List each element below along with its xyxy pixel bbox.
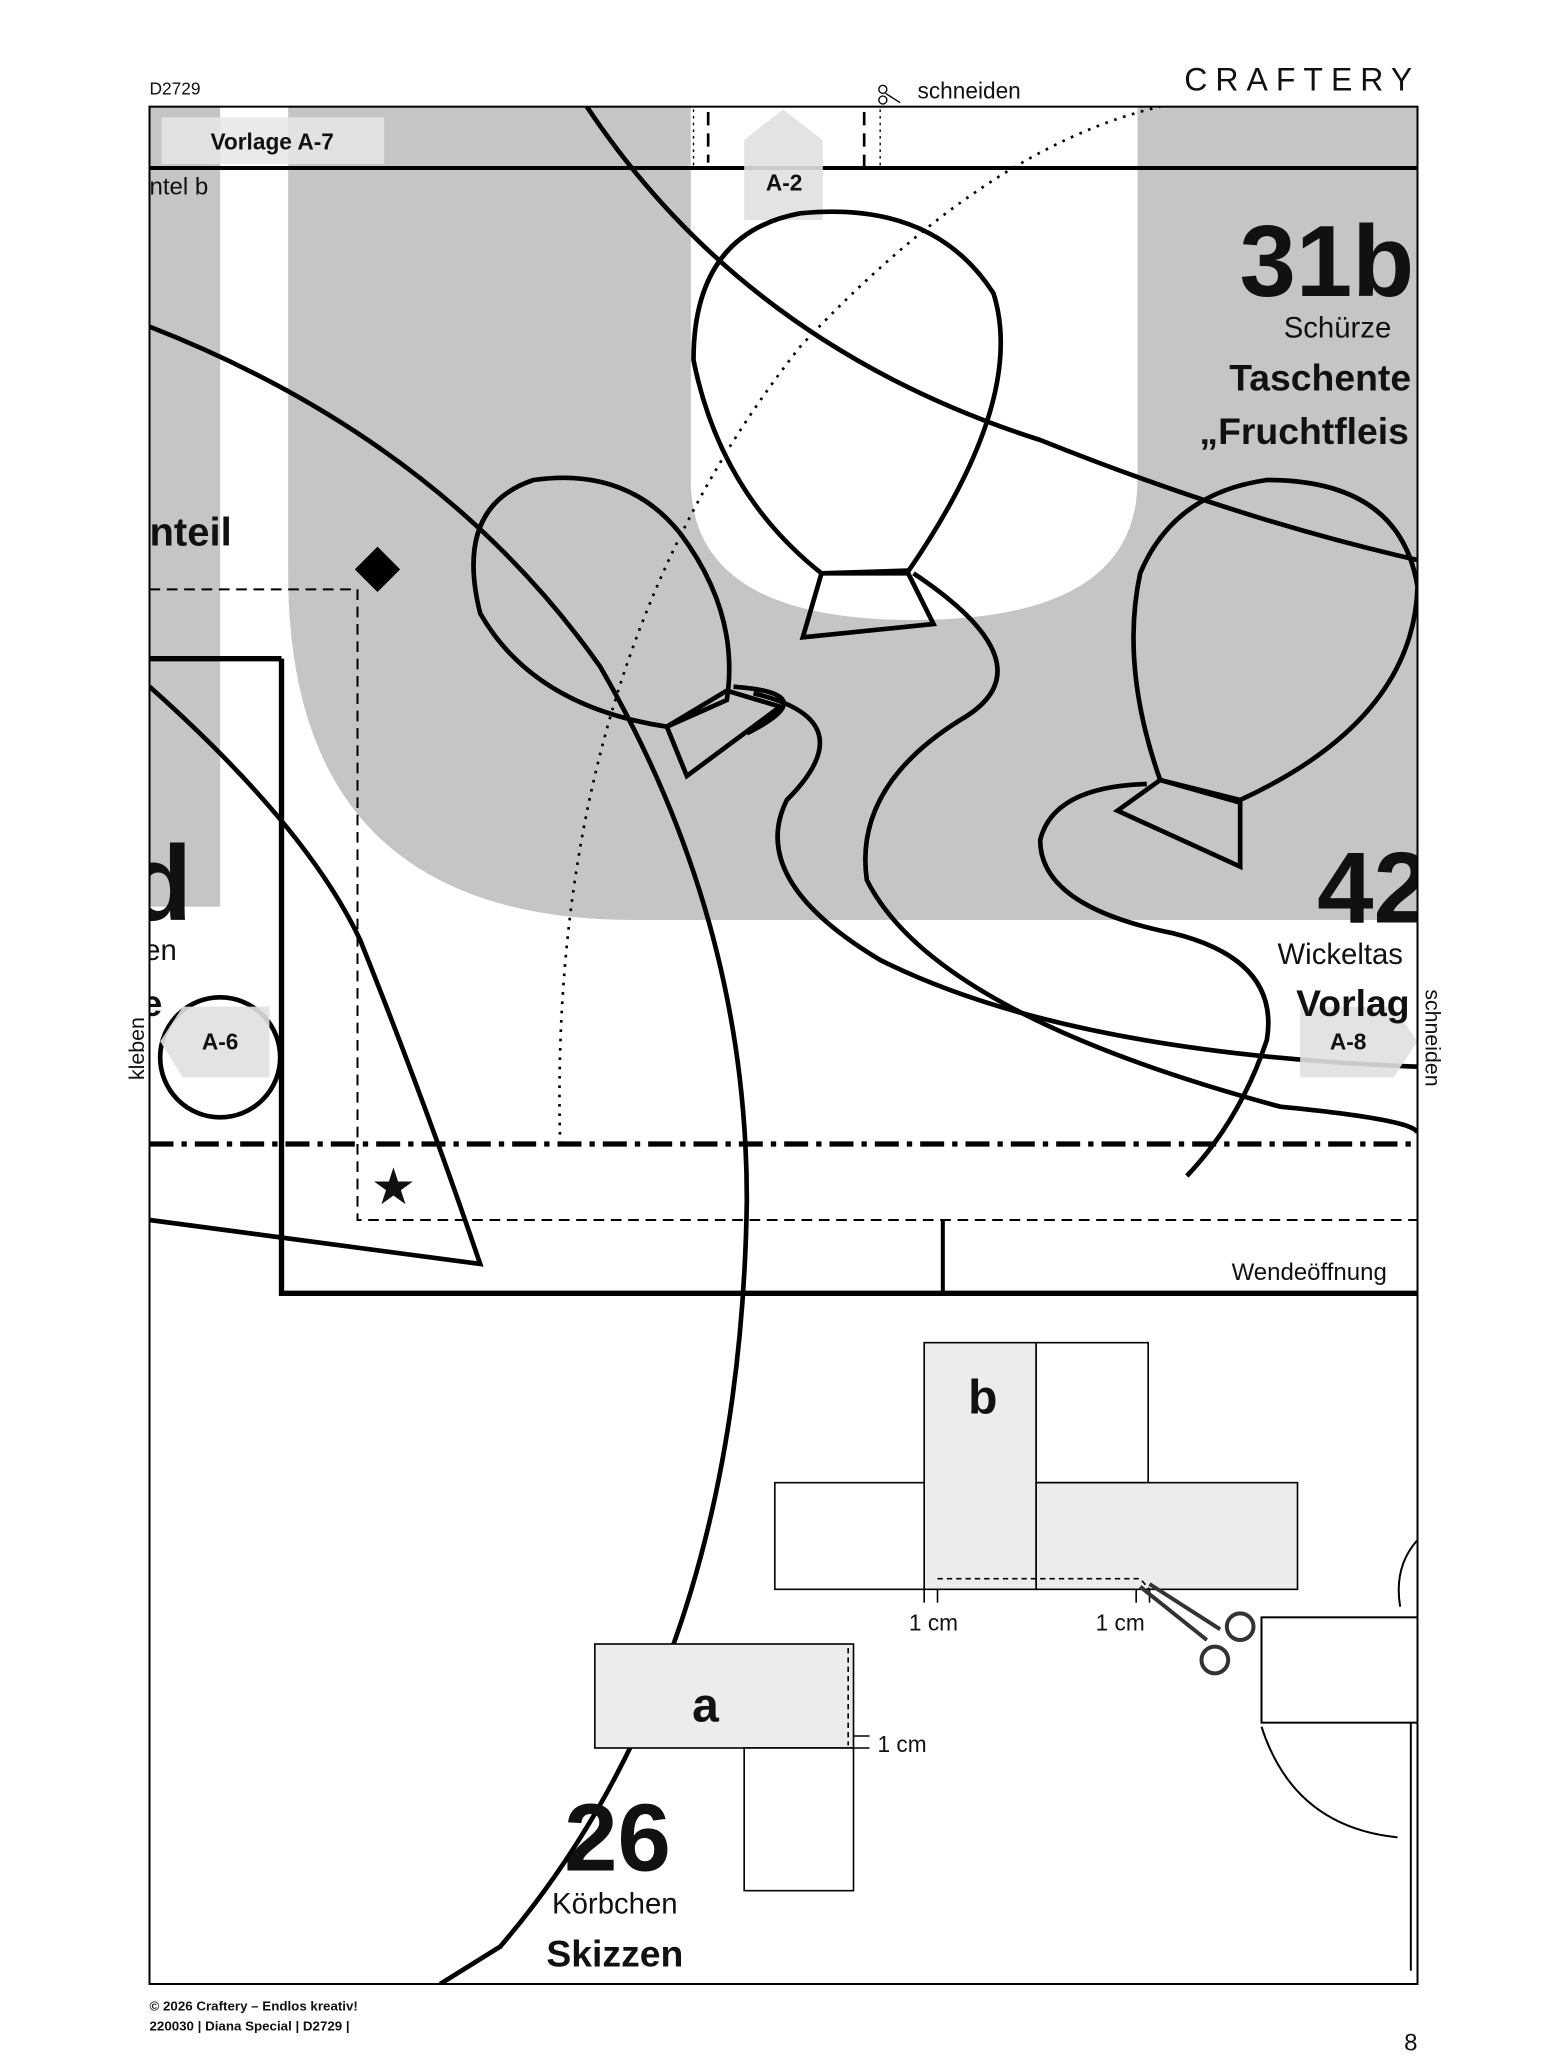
diamond-marker-icon — [354, 546, 401, 592]
footer-copyright: © 2026 Craftery – Endlos kreativ! — [150, 1999, 358, 2014]
piece-number-left: d — [127, 823, 192, 943]
template-tag: Vorlage A-7 — [210, 128, 333, 154]
template-tag-box — [161, 117, 385, 164]
piece-name-left: en — [144, 934, 177, 967]
piece-part-31b: Taschente — [1229, 357, 1411, 399]
piece-number-42: 42 — [1317, 832, 1430, 945]
star-marker-icon: ★ — [371, 1158, 416, 1215]
piece-name-42: Wickeltas — [1278, 938, 1403, 971]
piece-name-31b: Schürze — [1284, 311, 1392, 344]
pattern-lines — [149, 106, 1418, 1984]
gray-letter-d — [149, 106, 221, 907]
seam-allowance — [149, 588, 1418, 1221]
piece-part2-31b: „Fruchtfleis — [1199, 410, 1408, 452]
fragment-label: nteil — [150, 510, 232, 554]
opening-label: Wendeöffnung — [1232, 1259, 1387, 1286]
footer-ref: 220030 | Diana Special | D2729 | — [150, 2019, 350, 2034]
piece-number-31b: 31b — [1240, 205, 1415, 318]
piece-name-26: Körbchen — [552, 1887, 678, 1920]
measure-label: 1 cm — [909, 1610, 958, 1636]
piece-part-left: e — [142, 982, 163, 1024]
page-number: 8 — [1404, 2030, 1417, 2057]
measure-label: 1 cm — [878, 1731, 927, 1757]
doc-code: D2729 — [150, 79, 201, 99]
piece-part-42: Vorlag — [1296, 982, 1409, 1024]
sketch-a — [594, 1643, 870, 1892]
part-label-a8: A-8 — [1330, 1028, 1367, 1054]
scissors-icon — [1138, 1582, 1256, 1676]
sketch-fold — [1260, 1539, 1418, 1971]
cut-label-top: schneiden — [918, 78, 1021, 104]
part-label-a6: A-6 — [202, 1028, 239, 1054]
sketch-label-b: b — [968, 1371, 997, 1424]
part-label-a2: A-2 — [766, 170, 803, 196]
piece-part-26: Skizzen — [546, 1933, 683, 1975]
sketch-b — [774, 1341, 1299, 1603]
sketch-label-a: a — [692, 1679, 719, 1732]
cut-label-right: schneiden — [1421, 989, 1445, 1086]
pattern-area: Vorlage A-7 A-2 ntel b — [127, 106, 1430, 1984]
a2-arrow — [744, 109, 823, 220]
glue-label: kleben — [125, 1017, 149, 1080]
measure-label: 1 cm — [1096, 1610, 1145, 1636]
fragment-label: ntel b — [150, 174, 209, 201]
sheet-frame — [148, 105, 1419, 1985]
scissors-icon — [878, 84, 901, 105]
piece-number-26: 26 — [564, 1785, 671, 1892]
brand-logo: CRAFTERY — [1184, 62, 1420, 98]
